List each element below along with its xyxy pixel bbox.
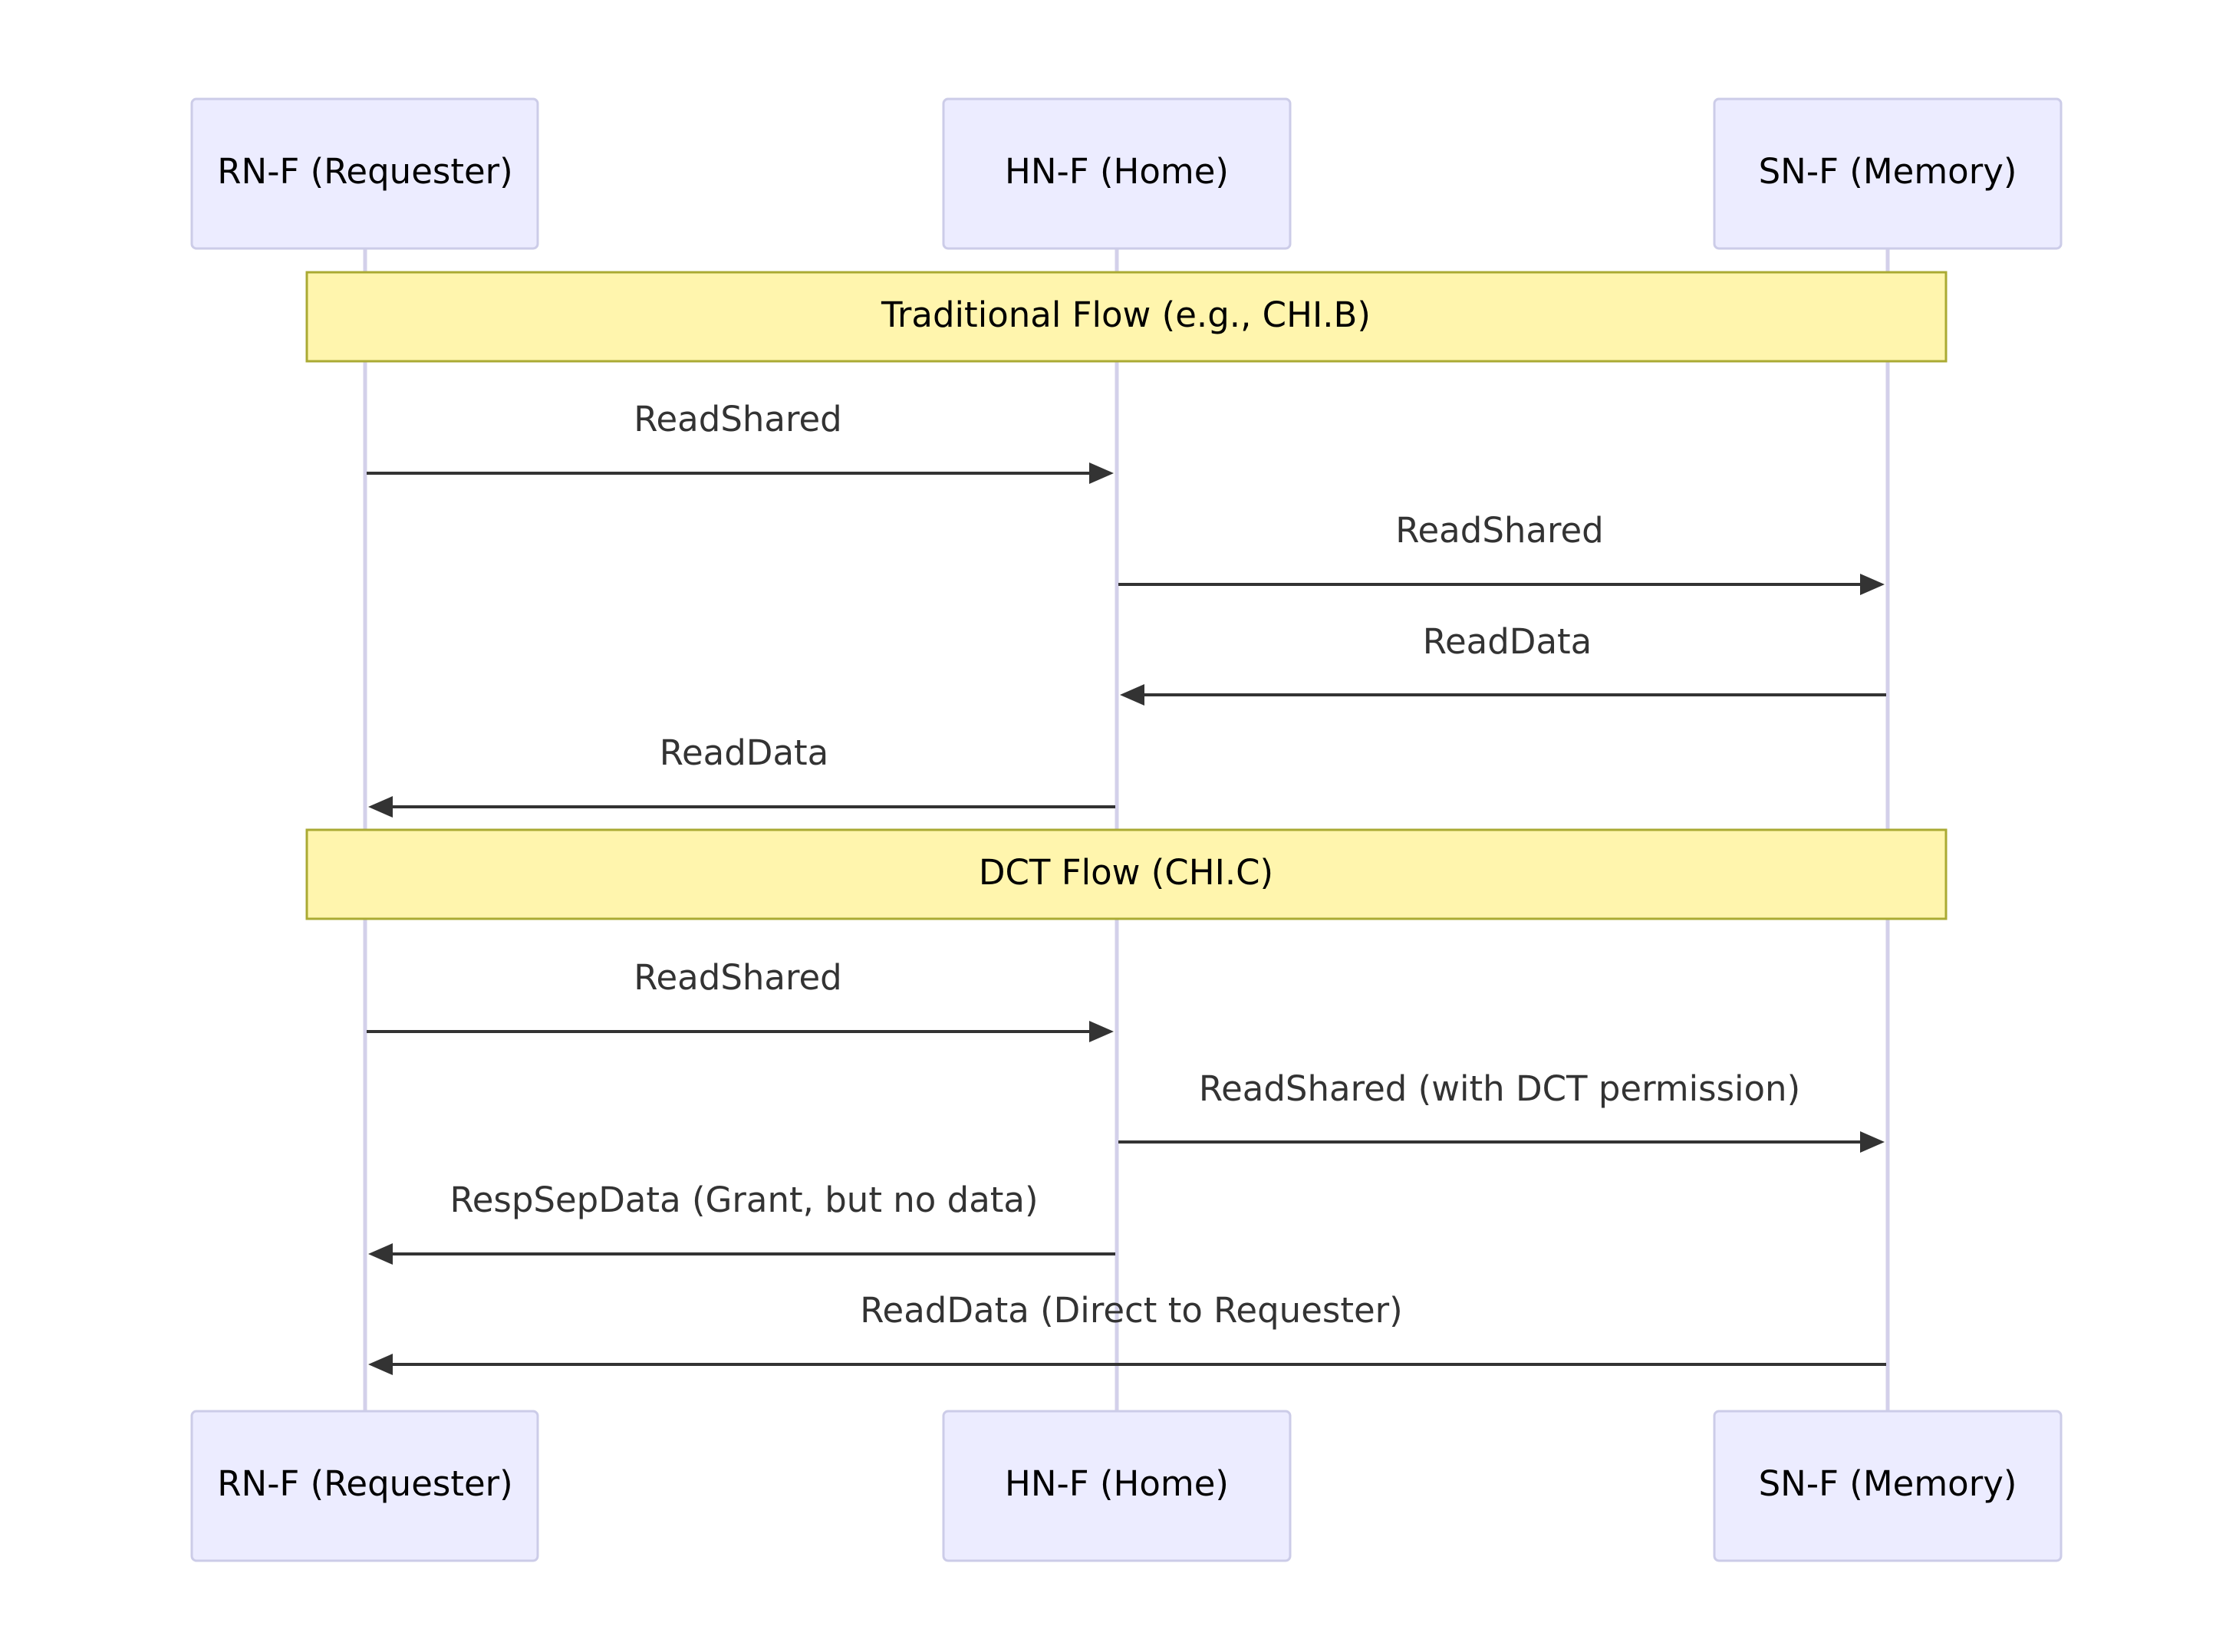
message-6: ReadShared (with DCT permission) [1118,1068,1885,1153]
arrowhead-icon [1089,1021,1114,1042]
arrowhead-icon [1860,1131,1885,1153]
arrowhead-icon [368,1354,393,1375]
actor-label: SN-F (Memory) [1759,1463,2017,1504]
actor-label: RN-F (Requester) [217,151,512,192]
message-label: ReadData (Direct to Requester) [860,1290,1402,1331]
message-label: RespSepData (Grant, but no data) [449,1180,1038,1220]
message-label: ReadShared [634,957,842,998]
actor-sn-f-top: SN-F (Memory) [1713,97,2063,250]
arrowhead-icon [368,796,393,818]
message-label: ReadShared [1395,510,1604,551]
actor-label: SN-F (Memory) [1759,151,2017,192]
message-7: RespSepData (Grant, but no data) [368,1180,1115,1265]
arrowhead-icon [1089,462,1114,484]
message-1: ReadShared [367,399,1114,484]
note-label: Traditional Flow (e.g., CHI.B) [881,295,1371,335]
message-8: ReadData (Direct to Requester) [368,1290,1886,1375]
arrowhead-icon [368,1243,393,1265]
note-traditional-flow: Traditional Flow (e.g., CHI.B) [305,271,1948,363]
actor-label: HN-F (Home) [1005,151,1229,192]
actor-rn-f-top: RN-F (Requester) [190,97,539,250]
message-5: ReadShared [367,957,1114,1042]
actor-sn-f-bottom: SN-F (Memory) [1713,1410,2063,1562]
note-dct-flow: DCT Flow (CHI.C) [305,828,1948,920]
message-4: ReadData [368,732,1115,818]
arrowhead-icon [1120,684,1144,706]
actor-hn-f-bottom: HN-F (Home) [942,1410,1292,1562]
actor-label: RN-F (Requester) [217,1463,512,1504]
message-label: ReadShared (with DCT permission) [1199,1068,1800,1109]
arrowhead-icon [1860,574,1885,595]
message-label: ReadData [1423,621,1592,662]
message-3: ReadData [1120,621,1886,706]
actor-label: HN-F (Home) [1005,1463,1229,1504]
actor-hn-f-top: HN-F (Home) [942,97,1292,250]
note-label: DCT Flow (CHI.C) [979,852,1273,893]
message-2: ReadShared [1118,510,1885,595]
message-label: ReadData [660,732,829,773]
message-label: ReadShared [634,399,842,439]
actor-rn-f-bottom: RN-F (Requester) [190,1410,539,1562]
